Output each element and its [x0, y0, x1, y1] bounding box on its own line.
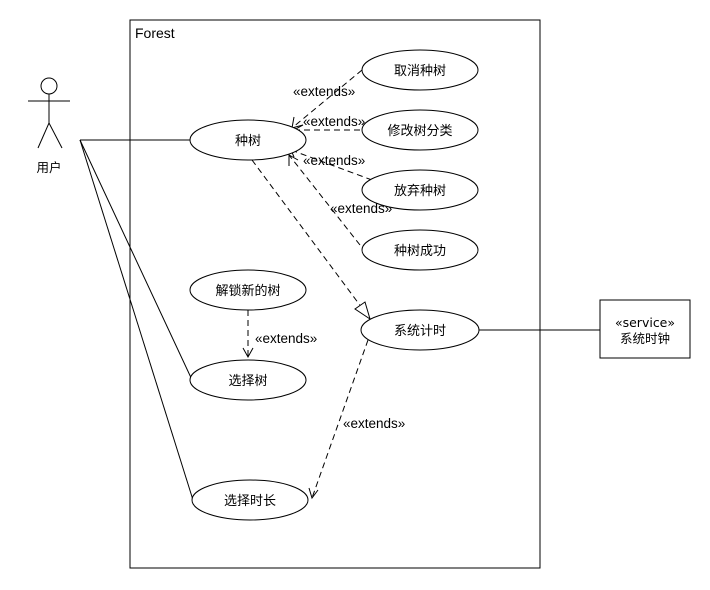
usecase-plant-tree[interactable]: 种树: [189, 119, 307, 161]
actor-label: 用户: [36, 160, 61, 175]
extends-line-timing: [311, 339, 369, 499]
extends-line-success: [288, 154, 361, 246]
usecase-select-duration[interactable]: 选择时长: [191, 479, 309, 521]
usecase-give-up-planting-shape: [361, 169, 479, 211]
dependency-arrowhead-plant-timing: [354, 301, 371, 321]
usecase-give-up-planting-label: 放弃种树: [394, 184, 446, 199]
usecase-planting-success-shape: [361, 229, 479, 271]
usecase-select-tree-shape: [189, 359, 307, 401]
extends-line-giveup: [290, 149, 373, 181]
service-system-clock[interactable]: «service» 系统时钟: [599, 299, 691, 359]
usecase-planting-success[interactable]: 种树成功: [361, 229, 479, 271]
extends-arrowhead-success: [288, 154, 299, 166]
service-label: 系统时钟: [620, 331, 670, 346]
usecase-plant-tree-shape: [189, 119, 307, 161]
usecase-unlock-new-tree-label: 解锁新的树: [215, 283, 280, 299]
extends-label-success: «extends»: [330, 201, 392, 216]
dependency-line-plant-timing: [251, 159, 363, 309]
usecase-cancel-planting-shape: [361, 49, 479, 91]
usecase-cancel-planting[interactable]: 取消种树: [361, 49, 479, 91]
extends-arrowhead-unlock: [242, 347, 254, 359]
usecase-select-tree-label: 选择树: [228, 374, 267, 389]
service-box: [599, 299, 691, 359]
actor-head: [40, 77, 58, 95]
extends-arrowhead-timing: [308, 487, 319, 500]
usecase-system-timing-label: 系统计时: [394, 324, 446, 339]
extends-label-unlock: «extends»: [255, 331, 317, 346]
usecase-select-duration-label: 选择时长: [224, 494, 276, 509]
usecase-system-timing[interactable]: 系统计时: [360, 309, 480, 351]
extends-label-timing: «extends»: [343, 416, 405, 431]
association-user-select-tree: [79, 139, 194, 383]
usecase-cancel-planting-label: 取消种树: [394, 64, 446, 79]
service-stereotype: «service»: [615, 315, 675, 330]
usecase-unlock-new-tree-shape: [189, 269, 307, 311]
extends-label-edit: «extends»: [303, 114, 365, 129]
system-title: Forest: [135, 25, 175, 41]
actor-right-leg: [48, 122, 63, 149]
usecase-select-tree[interactable]: 选择树: [189, 359, 307, 401]
actor-left-leg: [37, 122, 50, 149]
usecase-system-timing-shape: [360, 309, 480, 351]
actor-user[interactable]: 用户: [28, 77, 70, 175]
extends-label-cancel: «extends»: [293, 84, 355, 99]
association-user-select-duration: [79, 139, 194, 501]
usecase-planting-success-label: 种树成功: [394, 244, 446, 259]
usecase-give-up-planting[interactable]: 放弃种树: [361, 169, 479, 211]
usecase-edit-tree-category-shape: [361, 109, 479, 151]
extends-label-giveup: «extends»: [303, 153, 365, 168]
usecase-plant-tree-label: 种树: [235, 134, 261, 149]
extends-line-cancel: [291, 69, 363, 129]
usecase-unlock-new-tree[interactable]: 解锁新的树: [189, 269, 307, 311]
usecase-select-duration-shape: [191, 479, 309, 521]
usecase-edit-tree-category[interactable]: 修改树分类: [361, 109, 479, 151]
usecase-edit-tree-category-label: 修改树分类: [387, 124, 452, 139]
